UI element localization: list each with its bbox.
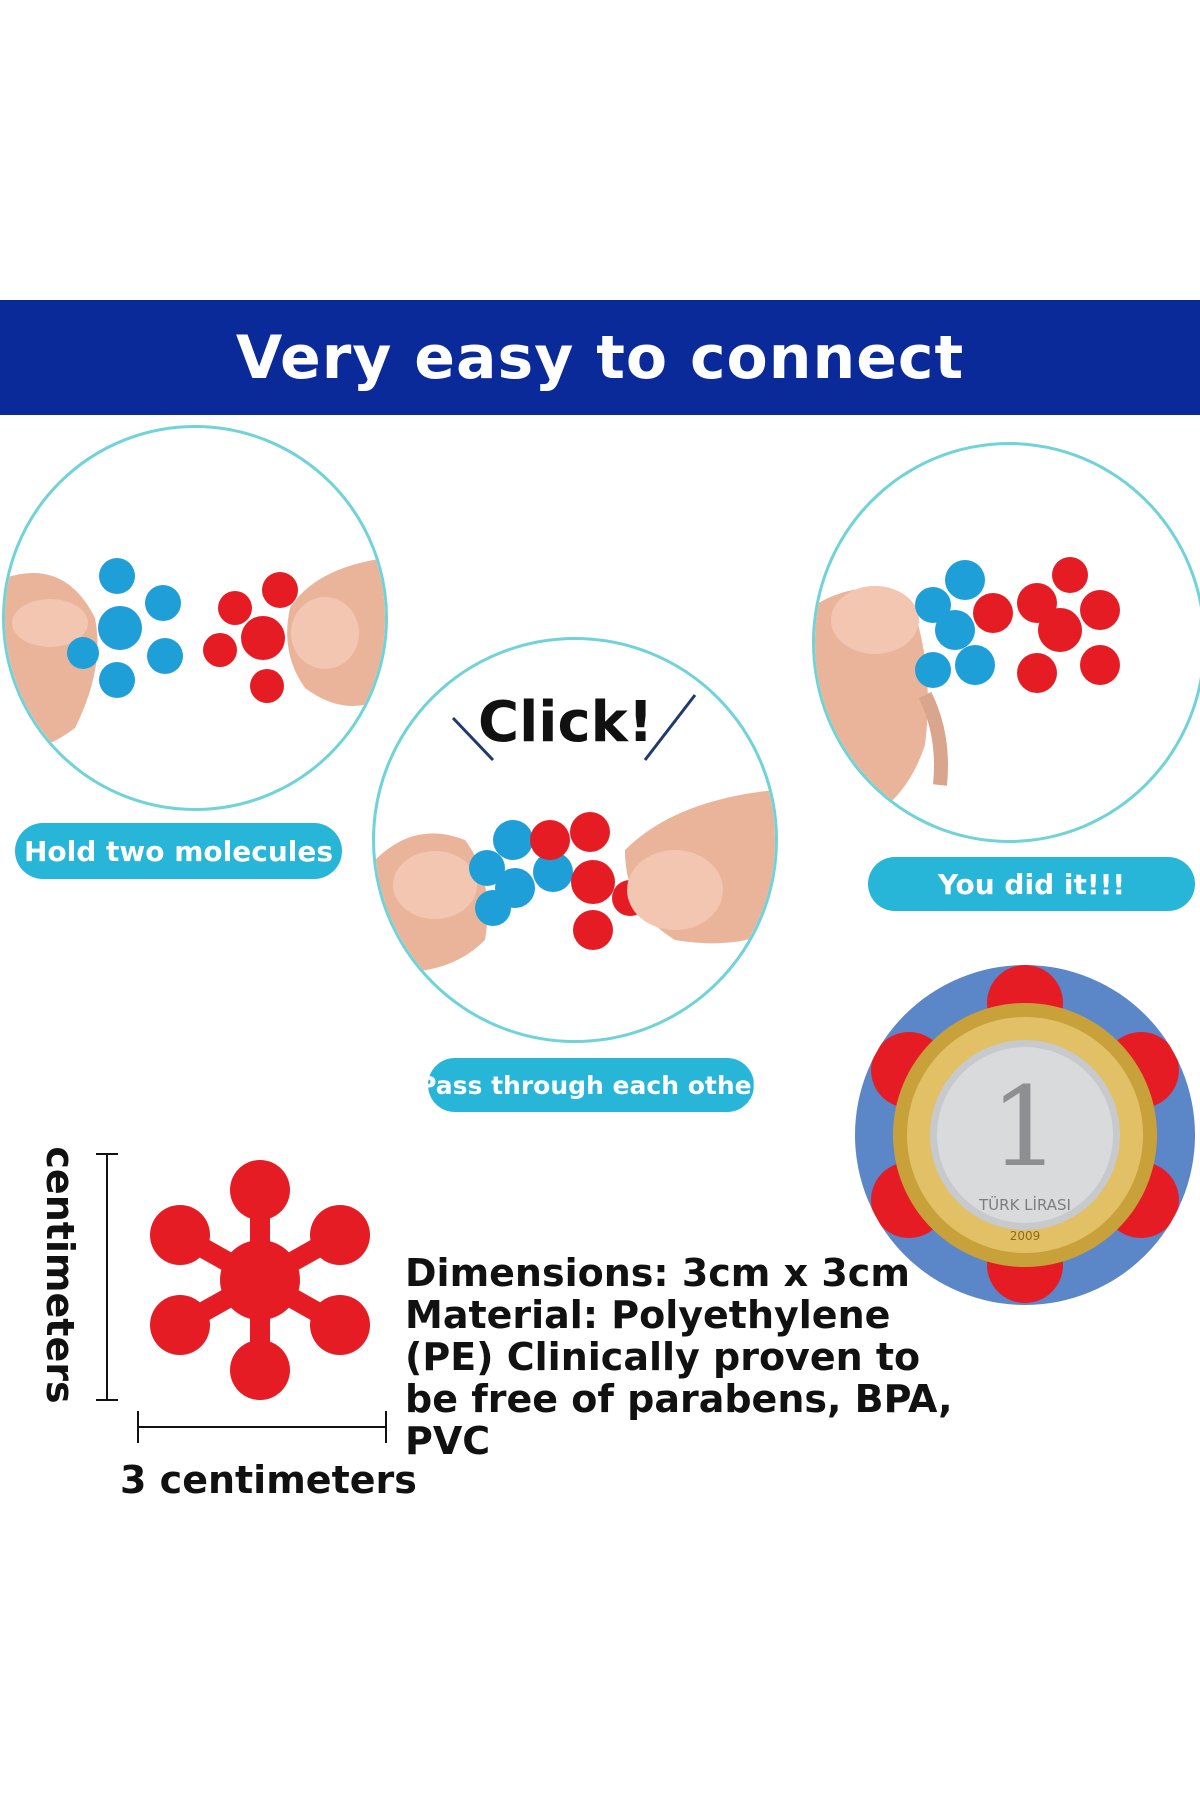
step-1-image [2,425,388,811]
coin-comparison-image: 1 TÜRK LİRASI 2009 [855,965,1195,1305]
product-specifications: Dimensions: 3cm x 3cm Material: Polyethy… [405,1251,953,1463]
step-3-image [812,442,1200,843]
horizontal-dimension-label: 3 centimeters [120,1458,417,1502]
coin-on-molecule-illustration: 1 TÜRK LİRASI 2009 [871,965,1179,1303]
step-1-label: Hold two molecules [15,823,342,879]
pass-through-illustration [375,694,775,972]
coin-year: 2009 [1010,1229,1041,1243]
vertical-dimension-label: centimeters [38,1146,82,1404]
connected-molecules-illustration [815,557,1120,825]
banner-title: Very easy to connect [235,322,965,393]
coin-currency: TÜRK LİRASI [978,1195,1071,1214]
click-sound-label: Click! [478,690,654,755]
horizontal-dimension-line [137,1411,387,1443]
step-2-image [372,637,778,1043]
step-3-label: You did it!!! [868,857,1195,911]
title-banner: Very easy to connect [0,300,1200,415]
hold-molecules-illustration [5,558,385,751]
red-molecule-image [150,1160,370,1400]
coin-denomination: 1 [990,1063,1060,1191]
vertical-dimension-line [96,1153,118,1401]
step-2-label: Pass through each other [418,1058,764,1112]
